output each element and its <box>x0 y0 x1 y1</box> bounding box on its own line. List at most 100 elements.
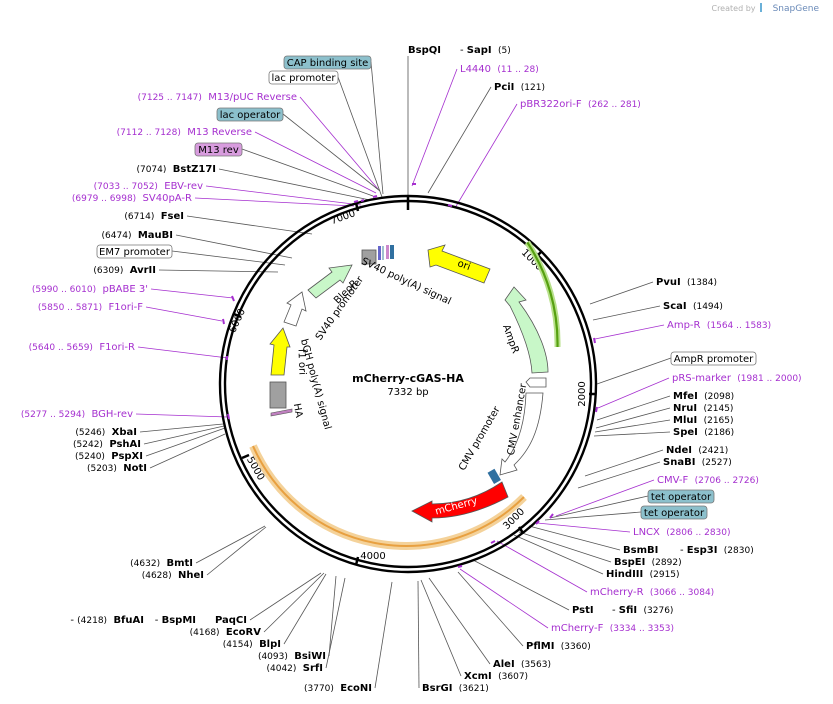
site-name: SrfI <box>303 663 323 674</box>
site-label-mlui[interactable]: MluI (2165) <box>673 415 734 426</box>
site-separator: - <box>680 545 687 556</box>
site-label-bspmi[interactable]: - BspMI <box>155 615 196 626</box>
svg-text:(6714) FseI: (6714) FseI <box>124 211 184 222</box>
site-label-ndei[interactable]: NdeI (2421) <box>666 445 728 456</box>
site-label-bspei[interactable]: BspEI (2892) <box>614 557 682 568</box>
site-label-bghrev[interactable]: (5277 .. 5294) BGH-rev <box>21 409 133 420</box>
site-label-mcherryf[interactable]: mCherry-F (3334 .. 3353) <box>551 623 674 634</box>
site-label-avrii[interactable]: (6309) AvrII <box>93 265 156 276</box>
site-label-bsmbi[interactable]: BsmBI <box>623 545 658 556</box>
boxed-label-tetop2[interactable]: tet operator <box>640 505 708 520</box>
primer-mark-cmvf <box>549 513 554 519</box>
site-label-ampr_primer[interactable]: Amp-R (1564 .. 1583) <box>667 320 771 331</box>
svg-text:ScaI (1494): ScaI (1494) <box>663 301 723 312</box>
site-label-snabi[interactable]: SnaBI (2527) <box>663 457 732 468</box>
boxed-label-m13rev_box[interactable]: M13 rev <box>194 142 243 157</box>
boxed-label-text: tet operator <box>651 492 712 503</box>
leader-fsei <box>186 215 313 235</box>
feature-bleor[interactable] <box>307 264 353 299</box>
site-position: (2098) <box>704 392 734 402</box>
boxed-label-tetop1[interactable]: tet operator <box>647 489 715 504</box>
svg-text:(4093) BsiWI: (4093) BsiWI <box>258 651 326 662</box>
svg-text:- BspMI: - BspMI <box>155 615 196 626</box>
site-label-bsrgi[interactable]: BsrGI (3621) <box>422 683 489 694</box>
site-label-mcherryr[interactable]: mCherry-R (3066 .. 3084) <box>590 587 714 598</box>
site-label-mfei[interactable]: MfeI (2098) <box>673 391 734 402</box>
site-label-noti[interactable]: (5203) NotI <box>87 463 147 474</box>
leader-nhei <box>206 526 267 576</box>
site-label-fsei[interactable]: (6714) FseI <box>124 211 184 222</box>
site-position: (5240) <box>75 452 105 462</box>
site-name: AvrII <box>130 265 156 276</box>
site-label-bspqi[interactable]: BspQI <box>408 45 441 56</box>
boxed-label-cap[interactable]: CAP binding site <box>283 55 372 70</box>
boxed-label-bg <box>194 142 243 157</box>
svg-text:CMV-F (2706 .. 2726): CMV-F (2706 .. 2726) <box>657 475 759 486</box>
site-label-alei[interactable]: AleI (3563) <box>493 659 551 670</box>
feature-mcherry[interactable] <box>411 481 509 523</box>
boxed-label-amprprom[interactable]: AmpR promoter <box>670 351 757 366</box>
leader-maubi <box>175 234 293 259</box>
site-label-pshai[interactable]: (5242) PshAI <box>73 439 141 450</box>
site-label-pbr322[interactable]: pBR322ori-F (262 .. 281) <box>520 99 641 110</box>
site-label-paqci[interactable]: PaqCI <box>215 615 247 626</box>
site-label-nhei[interactable]: (4628) NheI <box>142 570 204 581</box>
primer-mark-f1orif <box>222 318 225 325</box>
site-label-pvui[interactable]: PvuI (1384) <box>656 277 717 288</box>
site-label-lncx[interactable]: LNCX (2806 .. 2830) <box>633 527 731 538</box>
site-label-xbai[interactable]: (5246) XbaI <box>75 427 137 438</box>
boxed-label-em7[interactable]: EM7 promoter <box>96 244 173 259</box>
site-label-pspxi[interactable]: (5240) PspXI <box>75 451 143 462</box>
site-label-spei[interactable]: SpeI (2186) <box>673 427 734 438</box>
site-position: (4154) <box>223 640 253 650</box>
feature-f1ori[interactable] <box>269 327 291 376</box>
site-label-m13rev_lbl[interactable]: (7112 .. 7128) M13 Reverse <box>117 127 252 138</box>
site-label-ecorv[interactable]: (4168) EcoRV <box>190 627 262 638</box>
leader-avrii <box>158 269 279 273</box>
site-label-nrui[interactable]: NruI (2145) <box>673 403 733 414</box>
site-label-maubi[interactable]: (6474) MauBI <box>102 230 173 241</box>
site-label-hindiii[interactable]: HindIII (2915) <box>606 569 680 580</box>
svg-text:(7033 .. 7052) EBV-rev: (7033 .. 7052) EBV-rev <box>94 181 203 192</box>
boxed-label-lacprom[interactable]: lac promoter <box>268 70 339 85</box>
leader-ndei <box>584 449 664 477</box>
site-label-l4440[interactable]: L4440 (11 .. 28) <box>460 64 539 75</box>
site-label-pricts[interactable]: pRS-marker (1981 .. 2000) <box>672 373 802 384</box>
site-label-sv40pa[interactable]: (6979 .. 6998) SV40pA-R <box>72 193 192 204</box>
site-label-srfi[interactable]: (4042) SrfI <box>266 663 323 674</box>
svg-text:PaqCI: PaqCI <box>215 615 247 626</box>
site-name: M13/pUC Reverse <box>208 92 297 103</box>
site-label-scai[interactable]: ScaI (1494) <box>663 301 723 312</box>
site-label-esp3i[interactable]: - Esp3I (2830) <box>680 545 754 556</box>
site-label-f1orif[interactable]: (5850 .. 5871) F1ori-F <box>38 302 143 313</box>
site-label-pbabe3[interactable]: (5990 .. 6010) pBABE 3' <box>32 284 148 295</box>
site-separator: - <box>70 615 77 626</box>
site-label-econi[interactable]: (3770) EcoNI <box>304 683 372 694</box>
feature-ori[interactable] <box>427 244 491 284</box>
site-label-sfii[interactable]: - SfiI (3276) <box>612 605 673 616</box>
feature-ha[interactable] <box>270 408 293 417</box>
boxed-label-lacop[interactable]: lac operator <box>216 107 284 122</box>
site-label-pflmi[interactable]: PflMI (3360) <box>526 641 591 652</box>
site-label-bsiwi[interactable]: (4093) BsiWI <box>258 651 326 662</box>
site-label-f1orir[interactable]: (5640 .. 5659) F1ori-R <box>29 342 135 353</box>
feature-bgh[interactable] <box>269 381 287 409</box>
site-position: (3066 .. 3084) <box>650 588 714 598</box>
site-label-xcmi[interactable]: XcmI (3607) <box>464 671 528 682</box>
site-label-bmti[interactable]: (4632) BmtI <box>130 558 193 569</box>
site-label-bfuai[interactable]: - (4218) BfuAI <box>70 615 144 626</box>
site-label-ebvrev[interactable]: (7033 .. 7052) EBV-rev <box>94 181 203 192</box>
site-label-bstz17i[interactable]: (7074) BstZ17I <box>136 164 216 175</box>
site-label-psti[interactable]: PstI <box>572 605 594 616</box>
feature-cmv-enhancer[interactable] <box>499 392 544 476</box>
site-label-blpi[interactable]: (4154) BlpI <box>223 639 281 650</box>
site-label-sapi[interactable]: - SapI (5) <box>460 45 511 56</box>
svg-text:(4042) SrfI: (4042) SrfI <box>266 663 323 674</box>
feature-sv40pa-block[interactable] <box>361 249 377 265</box>
feature-sv40-promoter[interactable] <box>283 291 307 327</box>
site-label-pcii[interactable]: PciI (121) <box>494 82 545 93</box>
feature-ampr-promoter[interactable] <box>525 377 547 388</box>
feature-ampr[interactable] <box>504 286 549 374</box>
site-label-m13puc[interactable]: (7125 .. 7147) M13/pUC Reverse <box>138 92 297 103</box>
site-label-cmvf[interactable]: CMV-F (2706 .. 2726) <box>657 475 759 486</box>
